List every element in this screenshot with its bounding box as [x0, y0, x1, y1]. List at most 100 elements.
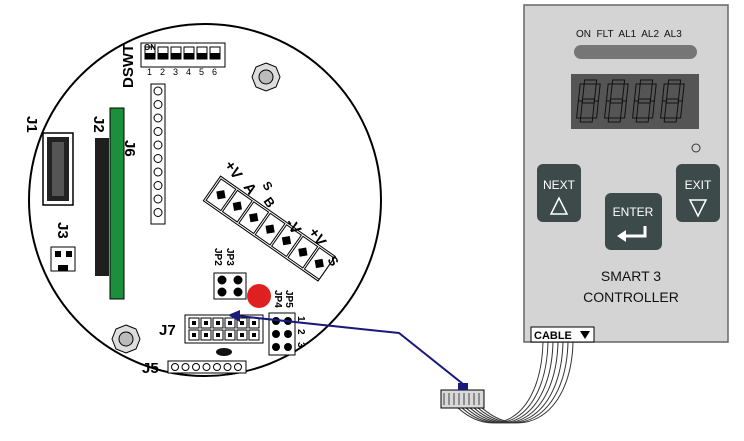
led-segment	[604, 100, 611, 119]
j5-label: J5	[142, 360, 159, 377]
j7-label: J7	[159, 322, 176, 339]
dip-switch-number: 3	[173, 67, 178, 77]
dip-switch-lever	[171, 53, 181, 59]
j7-connector	[184, 314, 264, 344]
j7-pin	[240, 333, 244, 337]
jp4-pin	[272, 330, 280, 338]
j6-pin	[153, 127, 163, 136]
jp4-pin-number: 3	[295, 342, 306, 348]
j1-connector	[42, 132, 74, 206]
j6-pin	[153, 167, 163, 177]
ribbon-wire	[451, 341, 544, 424]
j6-pin	[153, 208, 163, 217]
terminal-block	[202, 175, 336, 282]
jp4-pin	[284, 343, 292, 351]
j5-pin	[223, 363, 232, 371]
exit-button[interactable]: EXIT	[676, 164, 720, 222]
ribbon-wire	[455, 341, 549, 424]
cable-pointer-arrowhead	[228, 310, 240, 322]
j2-label: J2	[90, 116, 107, 133]
dip-switch-number: 6	[212, 67, 217, 77]
led-segment	[663, 117, 678, 123]
led-segment	[660, 100, 667, 119]
ribbon-cable-wires	[451, 341, 574, 424]
enter-button[interactable]: ENTER	[605, 193, 662, 250]
dip-switch	[140, 42, 226, 68]
ribbon-wire	[463, 341, 559, 424]
ribbon-wire	[471, 341, 569, 424]
j7-pin	[228, 321, 232, 325]
plug-tab	[458, 383, 468, 390]
dip-on-label: ON	[144, 43, 156, 52]
jp-pin	[217, 275, 227, 285]
j6-pin	[153, 194, 163, 204]
j2-green-strip	[109, 107, 125, 300]
terminal-screw	[298, 247, 308, 257]
j3-label: J3	[54, 222, 71, 239]
ribbon-wire	[467, 341, 564, 424]
j7-pin	[252, 333, 256, 337]
led-digit	[660, 79, 685, 123]
next-button[interactable]: NEXT	[537, 164, 581, 222]
j6-pin	[153, 140, 163, 150]
j5-pin	[202, 363, 211, 371]
j2-black-strip	[95, 138, 109, 276]
cable-pointer-line	[237, 315, 464, 385]
jp2-label: JP2	[212, 248, 223, 266]
led-digits	[576, 79, 685, 123]
terminal-screw	[314, 258, 324, 269]
j7-pin	[192, 321, 196, 325]
jp-pin	[233, 275, 243, 285]
j5-pin	[213, 363, 221, 371]
led-segment	[676, 100, 683, 119]
jp4-label: JP4	[272, 290, 283, 308]
led-display-text: 8888	[0, 0, 3, 1]
controller-name-line1: SMART 3	[601, 268, 661, 284]
j6-label: J6	[121, 140, 138, 157]
dip-switch-lever	[145, 53, 155, 59]
cable-label: CABLE	[534, 330, 572, 342]
led-segment	[579, 117, 594, 123]
terminal-screw	[265, 224, 275, 234]
dip-switch-lever	[158, 53, 168, 59]
terminal-screw	[281, 235, 292, 246]
j6-pin	[153, 181, 163, 190]
j6-pin	[153, 154, 163, 163]
enter-button-label: ENTER	[613, 205, 654, 219]
led-segment	[632, 100, 639, 119]
led-segment	[648, 100, 655, 119]
status-led	[691, 143, 701, 153]
jp4-pin	[284, 330, 292, 338]
led-segment	[607, 117, 622, 123]
red-indicator-dot	[247, 284, 271, 308]
j7-pin	[204, 333, 208, 337]
led-segment	[667, 79, 682, 85]
j5-header	[167, 360, 247, 374]
j5-pin	[171, 363, 179, 371]
terminal-screw	[216, 190, 226, 200]
j6-pin	[153, 113, 163, 123]
j5-pin	[192, 363, 200, 371]
jp4-pin-number: 2	[295, 329, 306, 335]
dip-switch-lever	[210, 53, 220, 59]
j1-label: J1	[23, 116, 40, 133]
led-segment	[639, 79, 654, 85]
mounting-nut-bottom	[111, 324, 141, 354]
j7-pin	[192, 333, 196, 337]
ribbon-wire	[475, 341, 574, 424]
led-segment	[611, 79, 626, 85]
j7-pin	[252, 321, 256, 325]
j7-latch	[216, 348, 232, 356]
dip-switch-lever	[197, 53, 207, 59]
dswt-label: DSWT	[120, 44, 137, 88]
jp5-label: JP5	[283, 290, 294, 308]
led-digit	[604, 79, 629, 123]
j5-pin	[181, 363, 190, 371]
jp2-jp3-jumpers	[213, 272, 247, 300]
j6-header	[150, 83, 166, 225]
jp4-pin-number: 1	[295, 316, 306, 322]
up-arrow-icon	[549, 196, 569, 215]
